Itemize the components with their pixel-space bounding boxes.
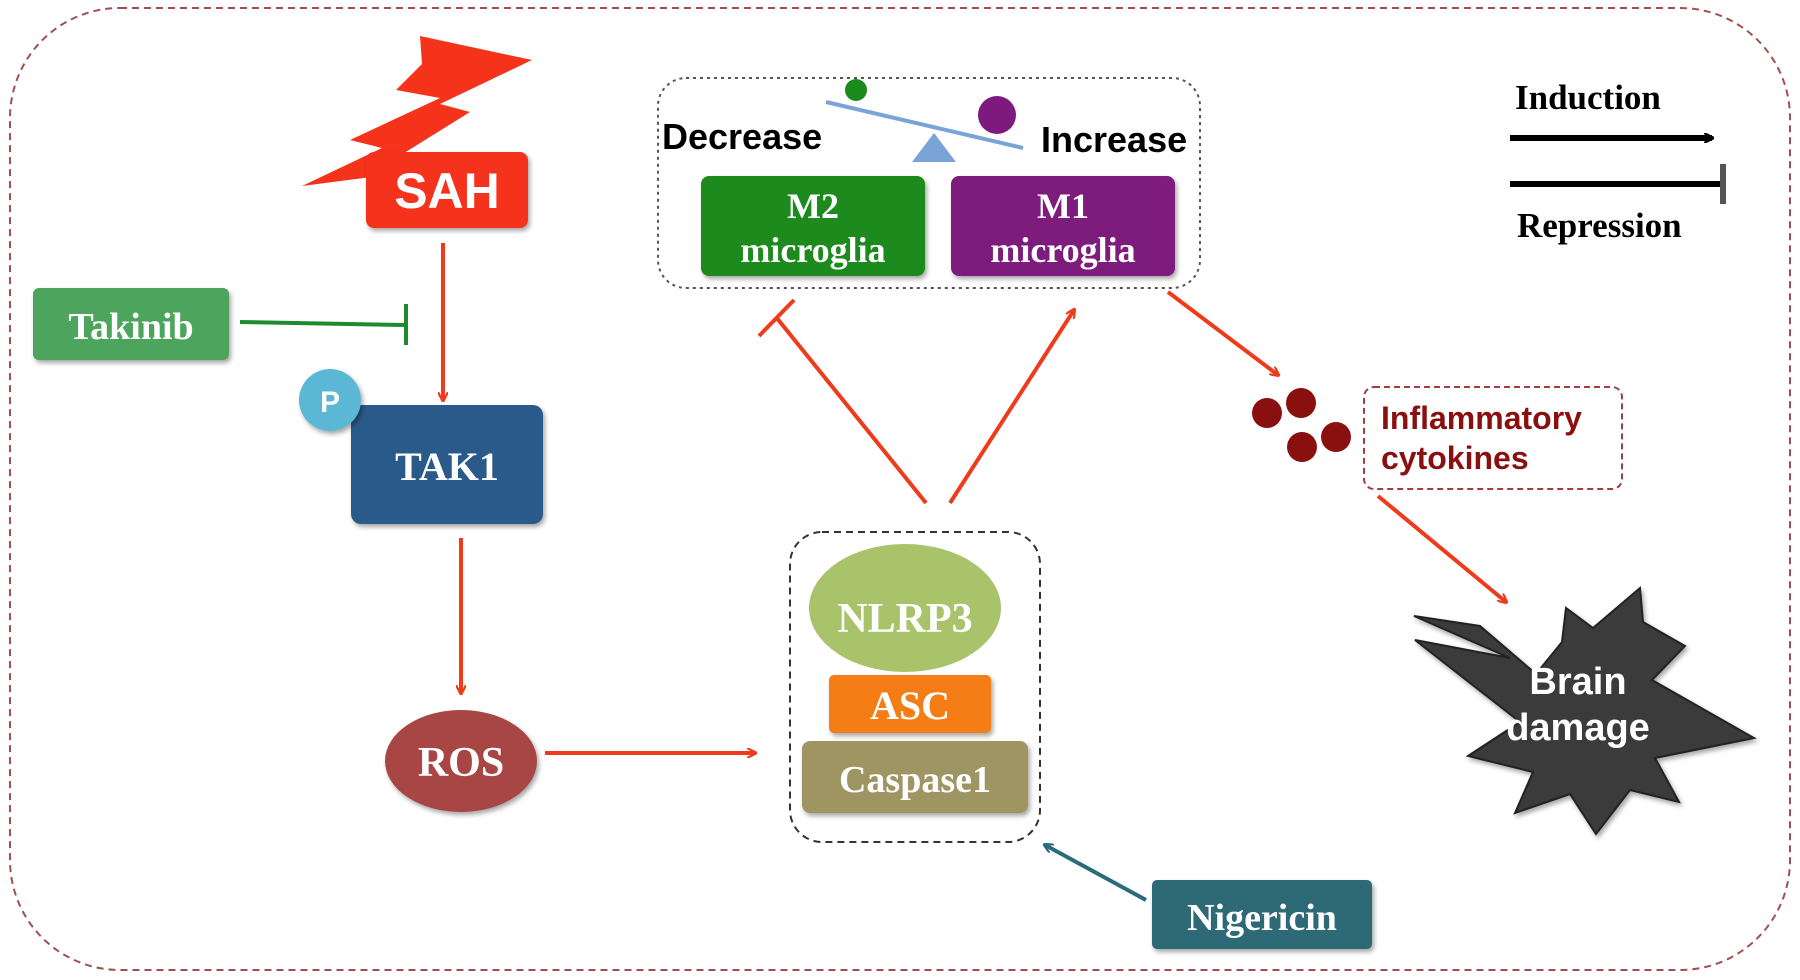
sah-label: SAH bbox=[394, 163, 500, 219]
inhibit-inflammasome-to-m2 bbox=[774, 315, 928, 505]
outer-frame bbox=[9, 7, 1791, 971]
lightning-icon bbox=[302, 36, 532, 186]
inhibit-takinib-to-tak1 bbox=[239, 320, 406, 327]
brain-damage-label-line1: Brain bbox=[1529, 661, 1626, 703]
takinib-node: Takinib bbox=[33, 288, 229, 360]
arrow-cytokines-to-brain-damage bbox=[1376, 494, 1506, 602]
inflammasome-container bbox=[789, 531, 1041, 843]
legend-induction-label: Induction bbox=[1515, 78, 1661, 117]
explosion-star-icon bbox=[1413, 585, 1757, 836]
m1-label-line2: microglia bbox=[990, 230, 1135, 270]
arrow-nigericin-to-inflammasome bbox=[1045, 845, 1147, 902]
m2-label-line1: M2 bbox=[787, 186, 839, 226]
caspase1-label: Caspase1 bbox=[839, 759, 991, 801]
takinib-label: Takinib bbox=[68, 306, 193, 348]
cytokines-box bbox=[1363, 386, 1623, 490]
tak1-label: TAK1 bbox=[395, 444, 499, 489]
arrow-inflammasome-to-m1 bbox=[948, 310, 1074, 505]
seesaw-icon bbox=[825, 79, 1024, 162]
asc-label: ASC bbox=[870, 683, 950, 728]
cytokines-label-line2: cytokines bbox=[1381, 440, 1529, 476]
cytokine-dots-icon bbox=[1252, 388, 1351, 462]
m1-microglia-node: M1 microglia bbox=[951, 176, 1175, 276]
decrease-label: Decrease bbox=[662, 116, 822, 157]
m2-label-line2: microglia bbox=[740, 230, 885, 270]
brain-damage-label-line2: damage bbox=[1506, 707, 1650, 749]
m1-label-line1: M1 bbox=[1037, 186, 1089, 226]
m2-ball bbox=[845, 79, 867, 101]
sah-group: SAH bbox=[302, 36, 532, 228]
asc-node: ASC bbox=[829, 675, 991, 733]
nigericin-node: Nigericin bbox=[1152, 880, 1372, 949]
nlrp3-node: NLRP3 bbox=[809, 544, 1001, 672]
inhibit-m2-bar bbox=[757, 298, 796, 338]
ros-node: ROS bbox=[385, 710, 537, 812]
arrow-m1-to-cytokines bbox=[1166, 290, 1278, 375]
increase-label: Increase bbox=[1041, 119, 1187, 160]
caspase1-node: Caspase1 bbox=[802, 741, 1028, 813]
nigericin-label: Nigericin bbox=[1187, 897, 1337, 939]
cytokines-label-line1: Inflammatory bbox=[1381, 400, 1582, 436]
m1-ball bbox=[978, 96, 1016, 134]
ros-label: ROS bbox=[418, 740, 504, 786]
brain-damage-node: Brain damage bbox=[1413, 585, 1757, 836]
phospho-badge: P bbox=[299, 369, 361, 431]
sah-box bbox=[366, 152, 528, 228]
phospho-label: P bbox=[320, 386, 340, 419]
legend-repression-label: Repression bbox=[1517, 206, 1682, 245]
legend: Induction Repression bbox=[1510, 78, 1726, 245]
nlrp3-label: NLRP3 bbox=[837, 596, 972, 642]
tak1-node: TAK1 bbox=[351, 405, 543, 524]
m2-microglia-node: M2 microglia bbox=[701, 176, 925, 276]
